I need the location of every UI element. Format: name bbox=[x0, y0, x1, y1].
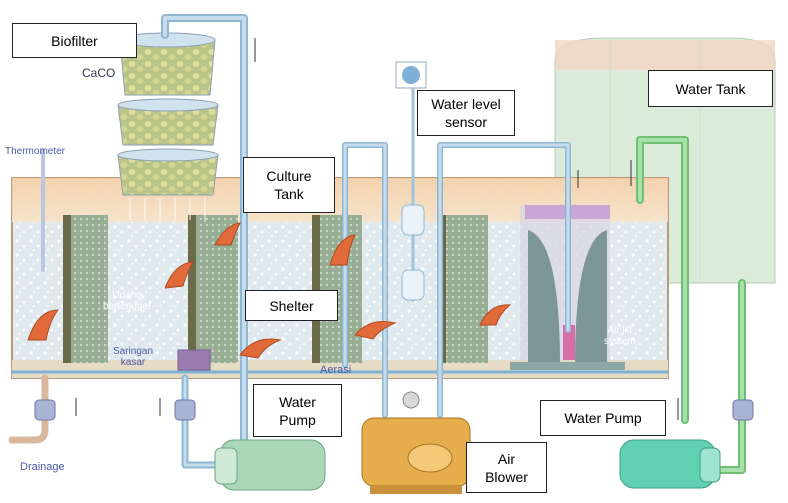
caco-label: CaCO bbox=[82, 66, 116, 80]
level-arrows bbox=[75, 38, 679, 420]
valves bbox=[34, 349, 754, 421]
water-tank-callout: Water Tank bbox=[648, 70, 773, 107]
right-water-pump bbox=[619, 439, 721, 489]
water-level-sensor-callout: Water level sensor bbox=[417, 90, 515, 136]
air-lift-system-label: Air lift system bbox=[604, 325, 636, 347]
air-blower-callout: Air Blower bbox=[466, 442, 547, 493]
water-level-sensor-device bbox=[395, 61, 427, 301]
shelter-callout: Shelter bbox=[245, 290, 338, 321]
biofilter-stack bbox=[117, 32, 219, 222]
thermometer-label: Thermometer bbox=[5, 146, 66, 157]
udang-bertengger-label: Udang bertengger bbox=[103, 290, 152, 312]
aerasi-label: Aerasi bbox=[320, 364, 352, 376]
biofilter-callout: Biofilter bbox=[12, 23, 137, 58]
water-pump-left-callout: Water Pump bbox=[253, 384, 342, 437]
left-water-pump bbox=[214, 439, 326, 491]
shrimp-group bbox=[27, 222, 512, 359]
water-pump-right-callout: Water Pump bbox=[540, 400, 666, 436]
drainage-label: Drainage bbox=[20, 461, 65, 473]
air-blower-unit bbox=[361, 391, 471, 494]
saringan-kasar-label: Saringan kasar bbox=[113, 346, 154, 368]
culture-tank-callout: Culture Tank bbox=[243, 157, 335, 213]
